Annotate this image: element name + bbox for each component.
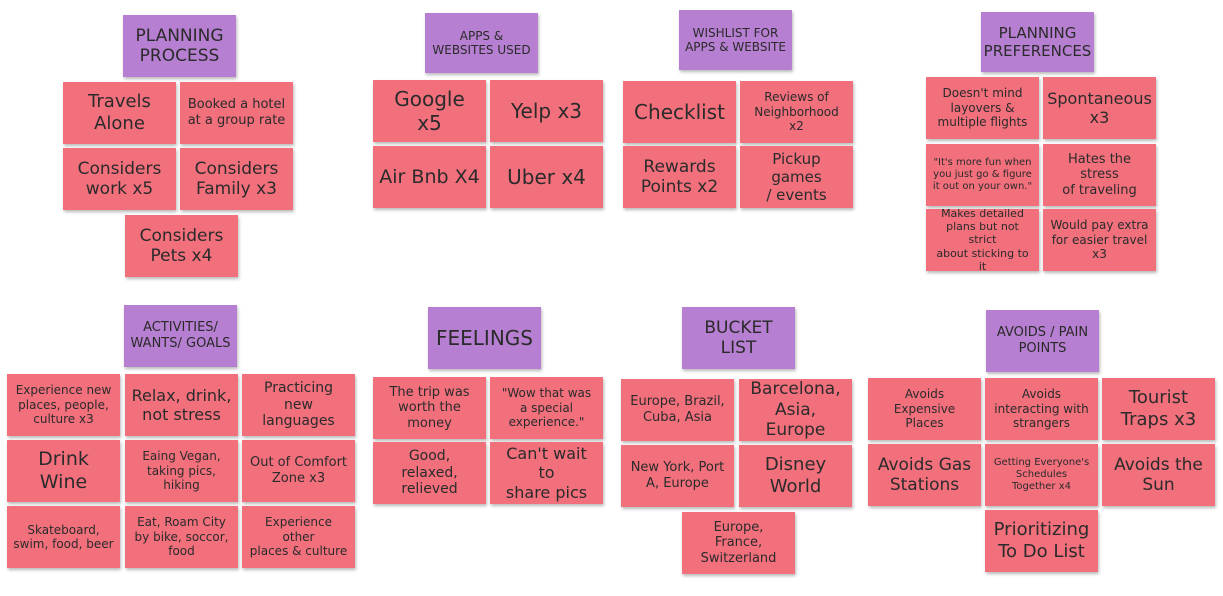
sticky-note[interactable]: Considers Family x3	[180, 148, 293, 210]
sticky-note[interactable]: Europe, France, Switzerland	[682, 512, 795, 574]
sticky-note[interactable]: Eat, Roam City by bike, soccor, food	[125, 506, 238, 568]
header-planning-process[interactable]: PLANNING PROCESS	[123, 15, 236, 77]
sticky-note[interactable]: Avoids the Sun	[1102, 444, 1215, 506]
header-planning-preferences[interactable]: PLANNING PREFERENCES	[981, 12, 1094, 72]
sticky-note[interactable]: Rewards Points x2	[623, 146, 736, 208]
sticky-note[interactable]: Out of Comfort Zone x3	[242, 440, 355, 502]
sticky-note[interactable]: Booked a hotel at a group rate	[180, 82, 293, 144]
header-wishlist[interactable]: WISHLIST FOR APPS & WEBSITE	[679, 10, 792, 70]
sticky-note[interactable]: Getting Everyone's Schedules Together x4	[985, 444, 1098, 506]
header-activities[interactable]: ACTIVITIES/ WANTS/ GOALS	[124, 305, 237, 367]
sticky-note[interactable]: Uber x4	[490, 146, 603, 208]
header-bucket-list[interactable]: BUCKET LIST	[682, 307, 795, 369]
sticky-note[interactable]: Skateboard, swim, food, beer	[7, 506, 120, 568]
sticky-note[interactable]: Tourist Traps x3	[1102, 378, 1215, 440]
sticky-note[interactable]: Avoids interacting with strangers	[985, 378, 1098, 440]
sticky-note[interactable]: Air Bnb X4	[373, 146, 486, 208]
sticky-note[interactable]: "It's more fun when you just go & figure…	[926, 144, 1039, 206]
sticky-note[interactable]: Experience other places & culture	[242, 506, 355, 568]
sticky-note[interactable]: Pickup games / events	[740, 146, 853, 208]
sticky-note[interactable]: Barcelona, Asia, Europe	[739, 379, 852, 441]
sticky-note[interactable]: Drink Wine	[7, 440, 120, 502]
sticky-note[interactable]: Prioritizing To Do List	[985, 510, 1098, 572]
sticky-note[interactable]: Google x5	[373, 80, 486, 142]
sticky-note[interactable]: Experience new places, people, culture x…	[7, 374, 120, 436]
sticky-note[interactable]: "Wow that was a special experience."	[490, 377, 603, 439]
sticky-note[interactable]: New York, Port A, Europe	[621, 445, 734, 507]
sticky-note[interactable]: Disney World	[739, 445, 852, 507]
sticky-note[interactable]: Travels Alone	[63, 82, 176, 144]
sticky-note[interactable]: Considers work x5	[63, 148, 176, 210]
sticky-note[interactable]: Avoids Expensive Places	[868, 378, 981, 440]
sticky-note[interactable]: Checklist	[623, 81, 736, 143]
sticky-note[interactable]: Eaing Vegan, taking pics, hiking	[125, 440, 238, 502]
sticky-note[interactable]: Avoids Gas Stations	[868, 444, 981, 506]
sticky-note[interactable]: Practicing new languages	[242, 374, 355, 436]
header-avoids-pain-points[interactable]: AVOIDS / PAIN POINTS	[986, 310, 1099, 372]
sticky-note[interactable]: Makes detailed plans but not strict abou…	[926, 207, 1039, 273]
sticky-note[interactable]: Europe, Brazil, Cuba, Asia	[621, 379, 734, 441]
header-feelings[interactable]: FEELINGS	[428, 307, 541, 369]
sticky-note[interactable]: Yelp x3	[490, 80, 603, 142]
sticky-note[interactable]: Spontaneous x3	[1043, 77, 1156, 139]
sticky-note[interactable]: Doesn't mind layovers & multiple flights	[926, 77, 1039, 139]
sticky-note[interactable]: The trip was worth the money	[373, 377, 486, 439]
sticky-note[interactable]: Can't wait to share pics	[490, 442, 603, 504]
sticky-note[interactable]: Reviews of Neighborhood x2	[740, 81, 853, 143]
sticky-note[interactable]: Would pay extra for easier travel x3	[1043, 209, 1156, 271]
sticky-note[interactable]: Considers Pets x4	[125, 215, 238, 277]
sticky-note[interactable]: Good, relaxed, relieved	[373, 442, 486, 504]
sticky-note[interactable]: Relax, drink, not stress	[125, 374, 238, 436]
header-apps-websites[interactable]: APPS & WEBSITES USED	[425, 13, 538, 73]
sticky-note[interactable]: Hates the stress of traveling	[1043, 144, 1156, 206]
